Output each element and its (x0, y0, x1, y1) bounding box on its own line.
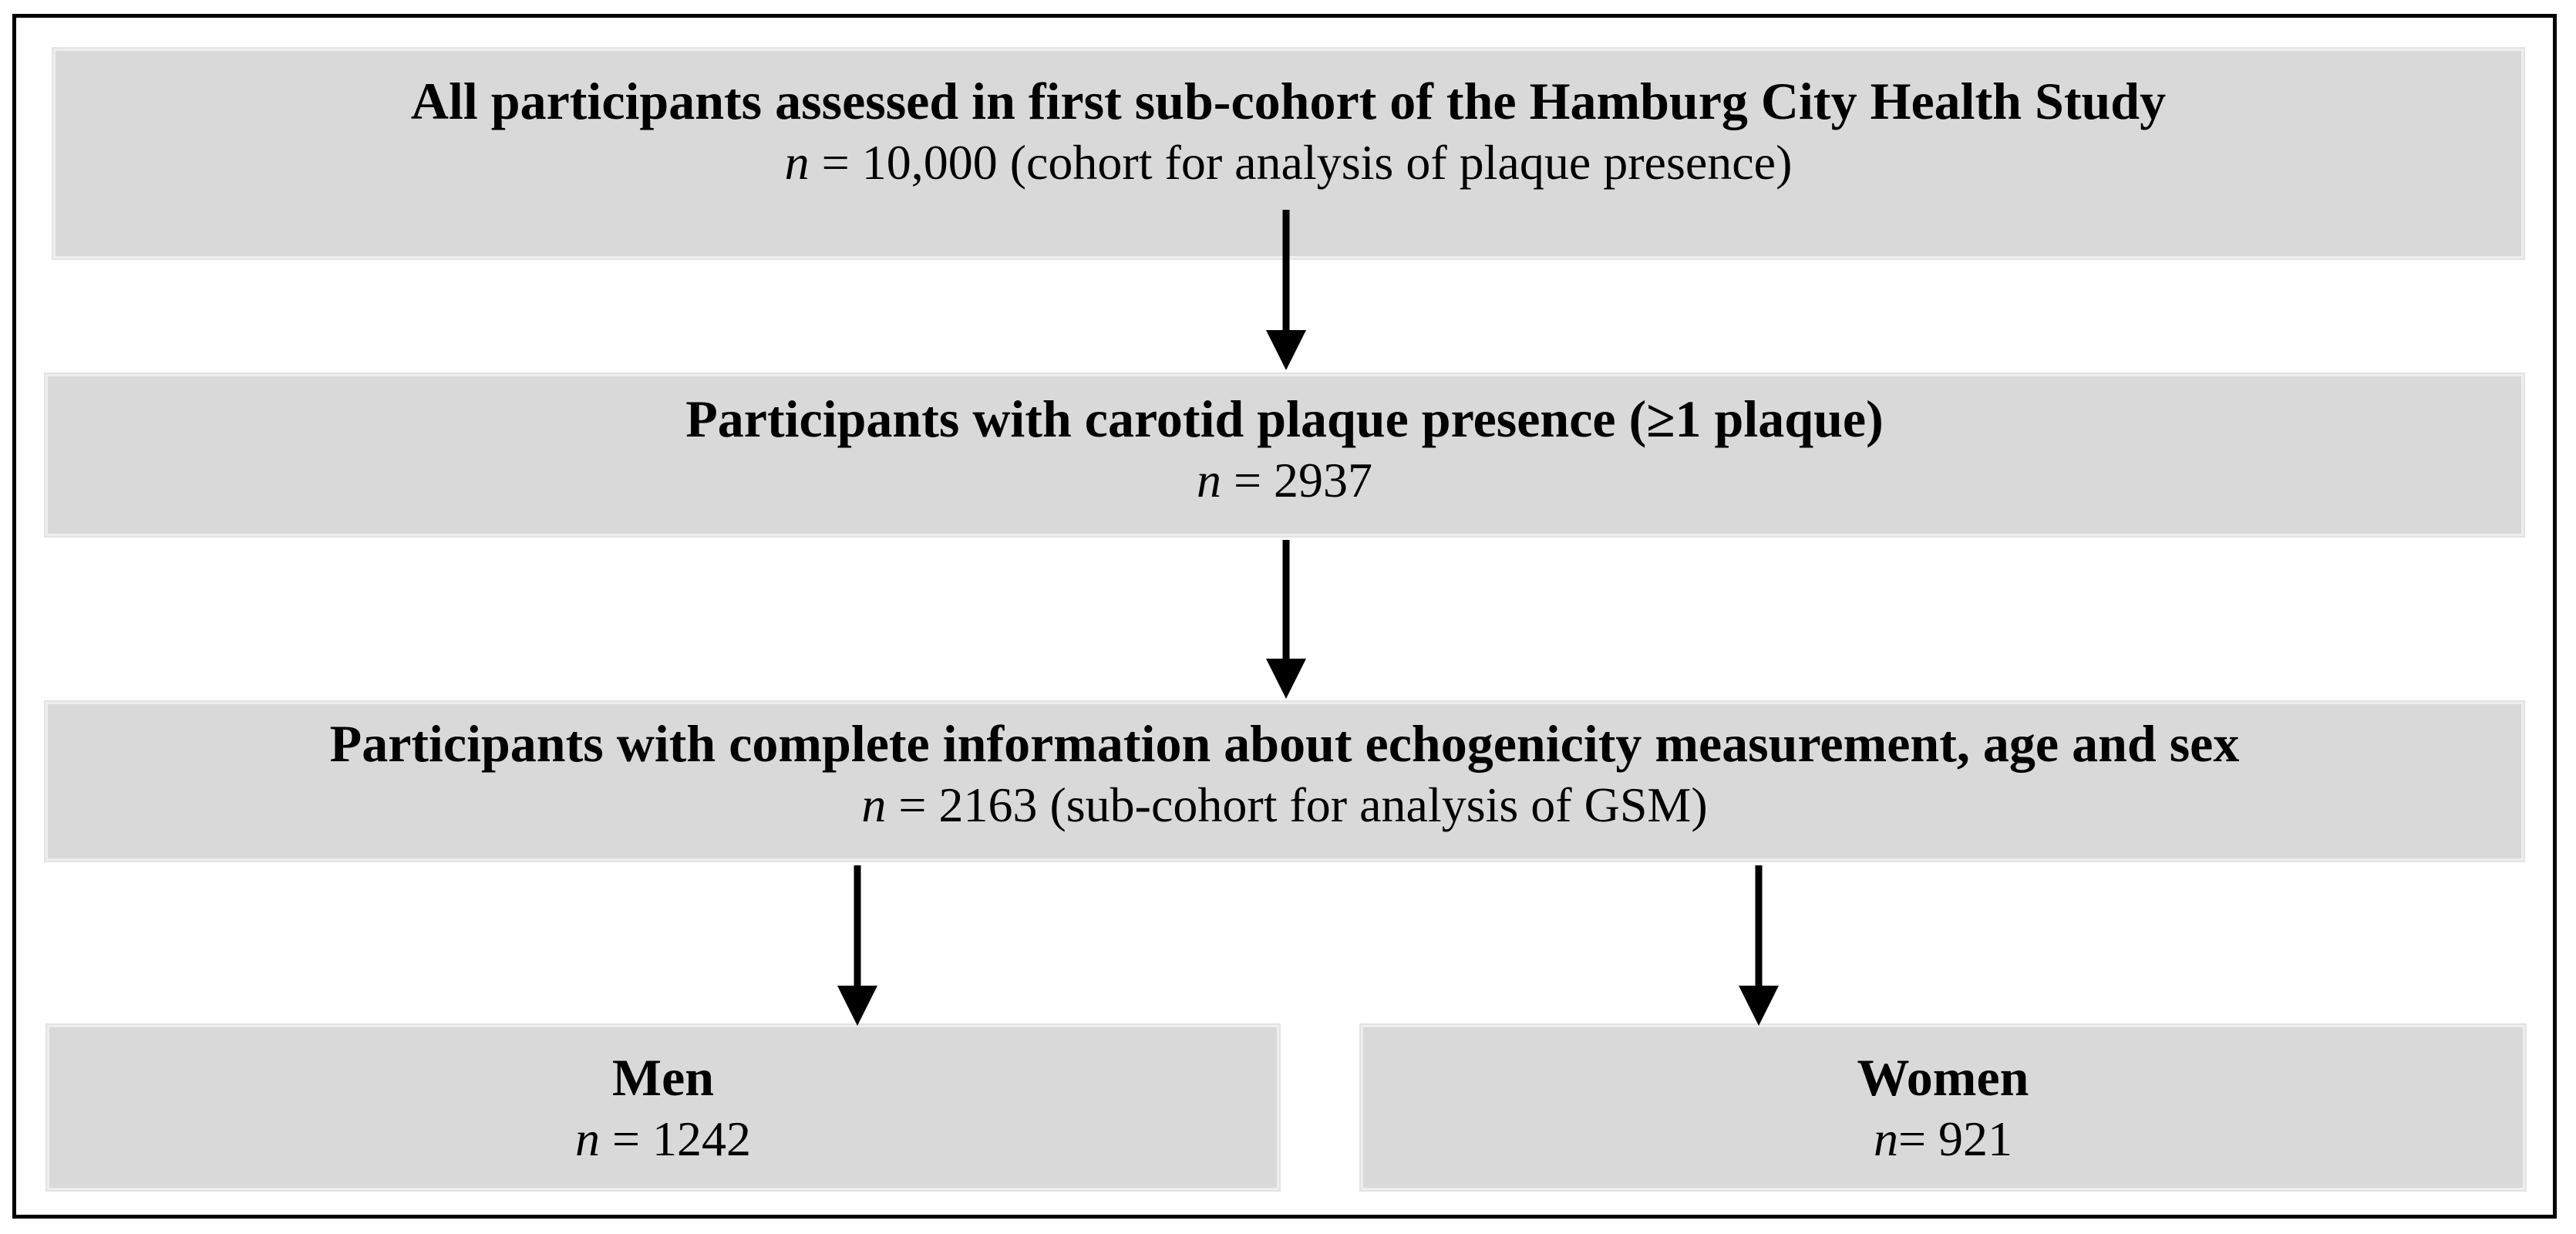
count-text: = 2937 (1221, 453, 1373, 507)
count-text: = 1242 (599, 1111, 752, 1166)
women-box: Women n= 921 (1363, 1027, 2523, 1188)
n-symbol: n (1196, 453, 1221, 507)
all-participants-box: All participants assessed in first sub-c… (56, 51, 2521, 256)
n-symbol: n (1873, 1111, 1898, 1166)
count-text: = 2163 (sub-cohort for analysis of GSM) (886, 777, 1708, 832)
box-title: All participants assessed in first sub-c… (410, 72, 2167, 130)
diagram-frame (12, 14, 2557, 1219)
n-symbol: n (861, 777, 887, 832)
n-symbol: n (574, 1111, 600, 1166)
box-count: n = 1242 (49, 1109, 1277, 1169)
box-title: Women (1857, 1048, 2029, 1107)
count-text: = 10,000 (cohort for analysis of plaque … (809, 135, 1793, 190)
box-count: n = 10,000 (cohort for analysis of plaqu… (56, 133, 2521, 193)
box-title: Men (611, 1048, 715, 1107)
plaque-presence-box: Participants with carotid plaque presenc… (48, 376, 2521, 534)
box-title: Participants with carotid plaque presenc… (685, 389, 1884, 448)
complete-information-box: Participants with complete information a… (48, 704, 2521, 858)
box-count: n = 2163 (sub-cohort for analysis of GSM… (48, 775, 2521, 835)
men-box: Men n = 1242 (49, 1027, 1277, 1188)
count-text: = 921 (1897, 1111, 2013, 1166)
box-title: Participants with complete information a… (329, 714, 2240, 773)
box-count: n= 921 (1363, 1109, 2523, 1169)
n-symbol: n (784, 135, 810, 190)
box-count: n = 2937 (48, 450, 2521, 511)
